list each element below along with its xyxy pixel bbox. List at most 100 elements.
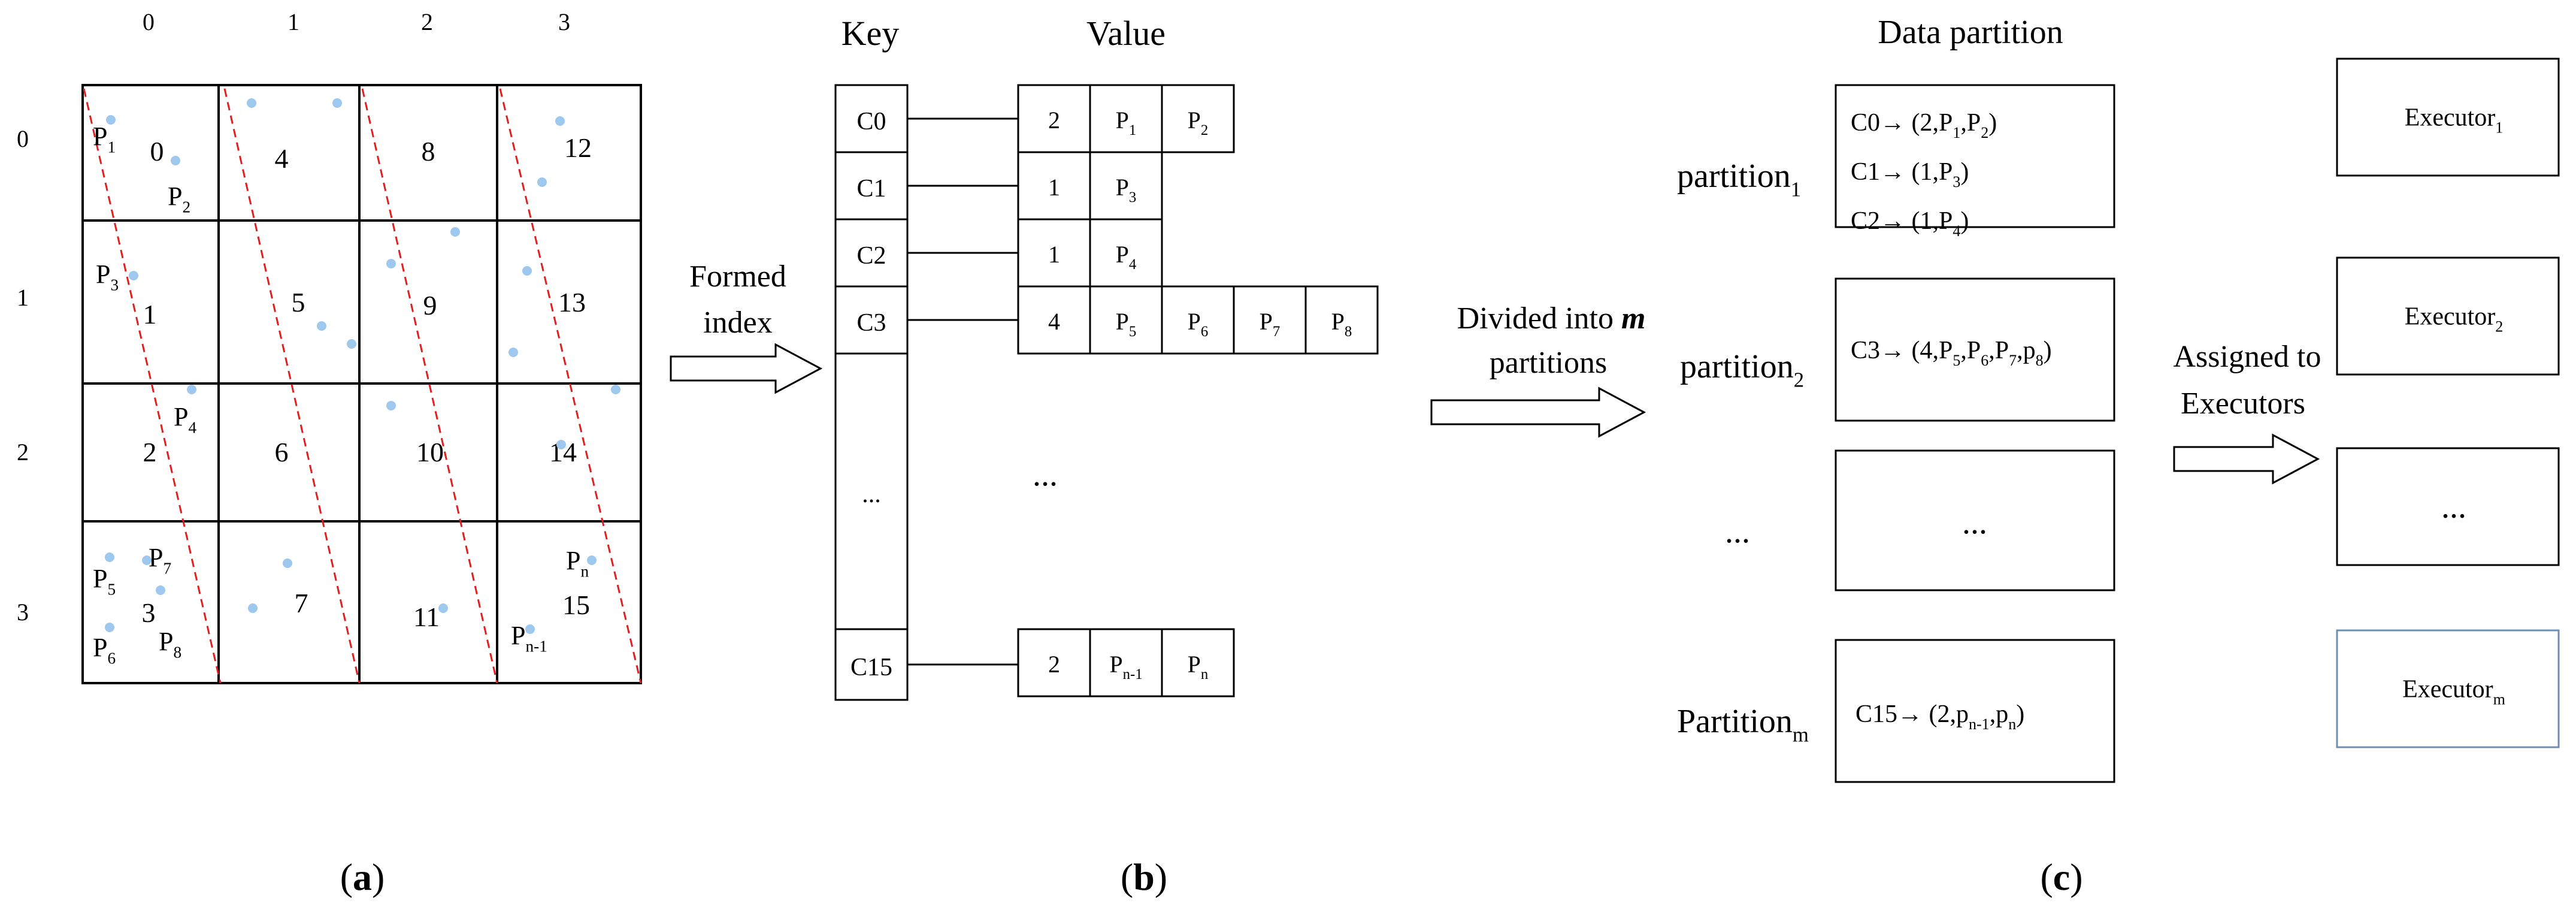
- value-cell-label: Pn: [1188, 651, 1209, 683]
- executor-label-base: Executor: [2405, 104, 2496, 132]
- point-label-sub: 4: [188, 418, 196, 436]
- grid-col-header: 2: [421, 8, 433, 35]
- arrow-3-label-line2: Executors: [2181, 386, 2305, 421]
- cell-id: 0: [150, 136, 164, 167]
- data-point: [587, 555, 597, 565]
- executor-label-sub: 2: [2495, 318, 2503, 335]
- value-cell-label: P6: [1188, 308, 1209, 340]
- point-label-base: P: [93, 122, 107, 151]
- data-point: [332, 98, 342, 108]
- cell-id: 7: [295, 588, 308, 618]
- executor-label-base: Executor: [2402, 676, 2493, 703]
- value-cell-label-base: P: [1109, 651, 1122, 678]
- partition-m-entry-seg: n: [2008, 715, 2016, 733]
- value-cell-label-base: P: [1188, 107, 1201, 134]
- executor-label-base: ...: [2441, 488, 2466, 526]
- data-point: [611, 385, 620, 394]
- arrow-2-label-italic: m: [1621, 301, 1645, 336]
- point-label-sub: 8: [173, 643, 181, 661]
- value-cell-label-base: P: [1260, 308, 1273, 335]
- point-label: Pn: [566, 546, 589, 580]
- value-cell-label-base: 2: [1048, 651, 1060, 678]
- partition-label: Partitionm: [1677, 703, 1809, 747]
- partition-label-base: partition: [1680, 348, 1794, 385]
- point-label-base: P: [93, 633, 107, 662]
- partition-1-entry-seg: 4: [1953, 222, 1960, 240]
- partition-label-sub: 1: [1791, 178, 1801, 201]
- data-point: [525, 624, 535, 634]
- value-cell-label-sub: 1: [1129, 122, 1136, 138]
- grid-row-header: 0: [17, 125, 29, 152]
- partition-1-entry-seg: ): [1960, 207, 1969, 235]
- partition-label: partition2: [1680, 348, 1804, 392]
- point-label: P3: [96, 259, 119, 294]
- value-cell-label-base: P: [1188, 651, 1201, 678]
- arrow-1-label-line1: Formed: [689, 259, 786, 294]
- partition-label: partition1: [1677, 158, 1801, 201]
- partition-2-entry-seg: 7: [2009, 352, 2017, 369]
- data-point: [450, 227, 460, 237]
- caption-a-part: ): [372, 856, 385, 898]
- data-point: [555, 116, 565, 126]
- point-label-sub: 6: [107, 649, 116, 667]
- grid-col-header: 0: [143, 8, 155, 35]
- partition-m-entry-seg: n-1: [1969, 715, 1990, 733]
- partition-label-sub: m: [1793, 723, 1809, 747]
- diagonal-partition-line: [223, 88, 361, 684]
- grid-row-header: 1: [17, 284, 29, 311]
- data-point: [317, 321, 326, 331]
- data-point: [438, 603, 448, 613]
- partition-1-entry-seg: ): [1960, 158, 1969, 186]
- value-cell-label-sub: 2: [1201, 122, 1208, 138]
- point-label: P2: [168, 182, 190, 216]
- value-cell-label: P5: [1116, 308, 1137, 340]
- value-cell-label: P2: [1188, 107, 1209, 138]
- value-cell-label-sub: 3: [1129, 189, 1136, 206]
- partition-2-entry-seg: 5: [1953, 352, 1960, 369]
- point-label-sub: 7: [163, 559, 171, 577]
- caption-b-part: ): [1155, 856, 1167, 898]
- partition-1-entry-seg: 1: [1953, 124, 1960, 141]
- data-point: [187, 385, 196, 394]
- value-cell-label-base: 1: [1048, 174, 1060, 201]
- value-cell-label: P8: [1331, 308, 1352, 340]
- value-cell-label-sub: n: [1201, 666, 1209, 683]
- caption-b: (b): [1121, 856, 1167, 898]
- value-cell-label-sub: 8: [1345, 324, 1352, 340]
- executor-label-sub: m: [2493, 690, 2505, 708]
- value-cell-label-base: P: [1116, 241, 1129, 268]
- key-cell-label: C1: [856, 175, 886, 203]
- value-cell-label: 1: [1048, 174, 1060, 201]
- arrow-2-label-prefix: Divided into: [1457, 301, 1621, 336]
- cell-id: 2: [143, 437, 157, 467]
- value-ellipsis: ...: [1033, 456, 1058, 493]
- data-point: [106, 115, 116, 125]
- data-point: [508, 348, 518, 357]
- grid-row-header: 3: [17, 599, 29, 626]
- key-header: Key: [841, 14, 900, 53]
- caption-a: (a): [340, 856, 385, 898]
- arrow-2-label-line2: partitions: [1490, 346, 1607, 380]
- cell-id: 9: [423, 290, 437, 321]
- partition-2-entry: C3→ (4,P5,P6,P7,p8): [1851, 337, 2052, 369]
- caption-c-part: ): [2070, 856, 2082, 898]
- value-cell-label: P4: [1116, 241, 1137, 273]
- key-cell-label: ...: [862, 481, 881, 508]
- executor-box: [2336, 256, 2560, 376]
- data-point: [142, 555, 152, 565]
- partition-1-entry-seg: ): [1988, 109, 1997, 137]
- partition-2-entry-seg: ,P: [1960, 337, 1981, 364]
- caption-c-part: c: [2053, 856, 2070, 898]
- caption-a-part: (: [340, 856, 353, 898]
- value-cell: [1089, 628, 1163, 697]
- partition-1-entry: C1→ (1,P3): [1851, 158, 1969, 191]
- value-cell-label-sub: 7: [1273, 324, 1280, 340]
- data-point: [171, 156, 180, 165]
- value-cell-label: 4: [1048, 308, 1060, 335]
- partition-1-entry-seg: C0→ (2,P: [1851, 109, 1953, 137]
- point-label: P1: [93, 122, 116, 156]
- data-point: [247, 98, 256, 108]
- point-label: P5: [93, 564, 116, 598]
- data-point: [156, 585, 165, 595]
- point-label-sub: 1: [107, 138, 116, 156]
